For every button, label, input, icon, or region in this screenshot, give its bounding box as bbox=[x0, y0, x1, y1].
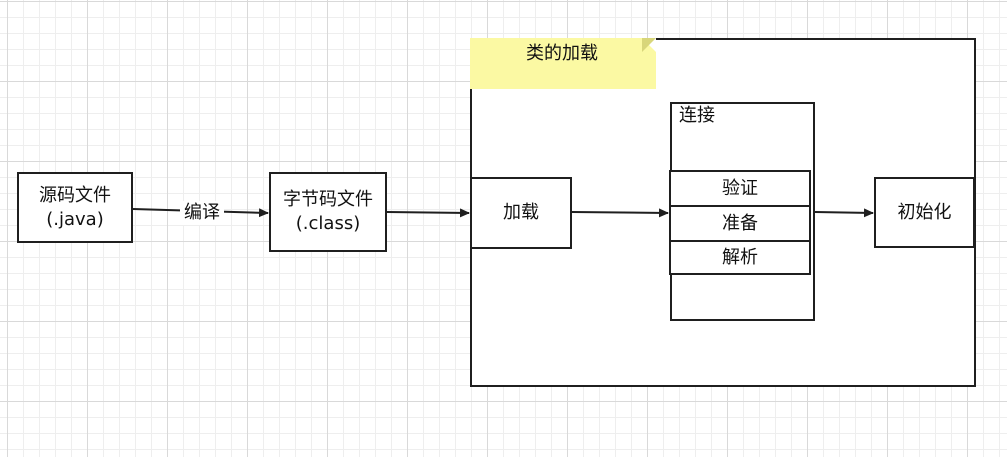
note-fold-shadow bbox=[642, 38, 656, 52]
verify-step-node: 验证 bbox=[669, 170, 811, 207]
bytecode-file-ext: (.class) bbox=[295, 213, 361, 234]
linking-title: 连接 bbox=[679, 105, 715, 126]
class-loading-title: 类的加载 bbox=[526, 43, 598, 64]
resolve-step-label: 解析 bbox=[722, 246, 758, 268]
class-loading-note: 类的加载 bbox=[470, 38, 656, 89]
source-file-node: 源码文件 (.java) bbox=[17, 172, 133, 243]
bytecode-file-label: 字节码文件 bbox=[283, 189, 373, 210]
verify-step-label: 验证 bbox=[722, 177, 758, 199]
initialization-label: 初始化 bbox=[897, 201, 952, 223]
compile-edge-label: 编译 bbox=[180, 201, 224, 225]
source-file-ext: (.java) bbox=[46, 208, 104, 230]
prepare-step-node: 准备 bbox=[669, 205, 811, 242]
bytecode-file-node: 字节码文件 (.class) bbox=[269, 172, 387, 252]
resolve-step-node: 解析 bbox=[669, 240, 811, 275]
prepare-step-label: 准备 bbox=[722, 212, 758, 234]
arrow-bytecode-to-loading bbox=[386, 208, 470, 218]
loading-label: 加载 bbox=[503, 202, 539, 223]
source-file-label: 源码文件 bbox=[39, 184, 111, 206]
loading-node: 加载 bbox=[470, 177, 572, 249]
initialization-node: 初始化 bbox=[874, 177, 975, 248]
